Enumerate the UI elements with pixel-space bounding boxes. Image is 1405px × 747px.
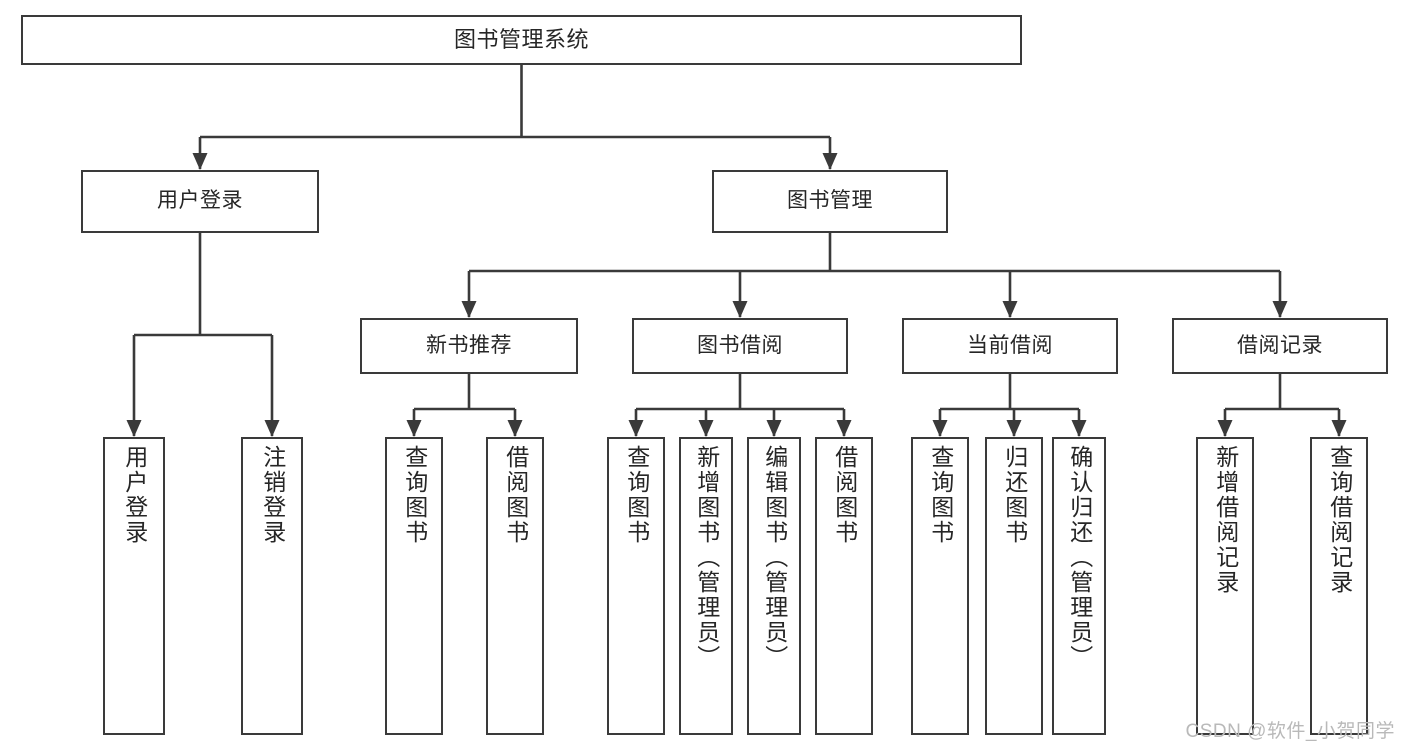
node-label: 查询图书 [927,445,954,545]
leaf-node-0[interactable]: 用户登录 [103,437,165,735]
node-label: 新增图书（管理员） [693,445,720,670]
node-label: 用户登录 [157,189,243,213]
leaf-node-5[interactable]: 新增图书（管理员） [679,437,733,735]
level3-node-0[interactable]: 新书推荐 [360,318,578,374]
leaf-node-3[interactable]: 借阅图书 [486,437,544,735]
node-label: 查询图书 [623,445,650,545]
node-label: 归还图书 [1001,445,1028,545]
node-label: 借阅图书 [831,445,858,545]
node-label: 查询借阅记录 [1326,445,1353,595]
node-label: 新书推荐 [426,333,512,357]
node-label: 注销登录 [259,445,286,545]
leaf-node-6[interactable]: 编辑图书（管理员） [747,437,801,735]
leaf-node-2[interactable]: 查询图书 [385,437,443,735]
node-label: 借阅图书 [502,445,529,545]
level2-node-1[interactable]: 图书管理 [712,170,948,233]
leaf-node-11[interactable]: 新增借阅记录 [1196,437,1254,735]
level3-node-2[interactable]: 当前借阅 [902,318,1118,374]
leaf-node-9[interactable]: 归还图书 [985,437,1043,735]
leaf-node-1[interactable]: 注销登录 [241,437,303,735]
node-label: 当前借阅 [967,333,1053,357]
root-node-图书管理系统[interactable]: 图书管理系统 [21,15,1022,65]
node-label: 编辑图书（管理员） [761,445,788,670]
node-label: 图书借阅 [697,333,783,357]
leaf-node-10[interactable]: 确认归还（管理员） [1052,437,1106,735]
leaf-node-12[interactable]: 查询借阅记录 [1310,437,1368,735]
csdn-watermark: CSDN @软件_小贺同学 [1185,721,1395,742]
leaf-node-8[interactable]: 查询图书 [911,437,969,735]
node-label: 确认归还（管理员） [1066,445,1093,670]
node-label: 查询图书 [401,445,428,545]
node-label: 图书管理系统 [453,27,589,53]
node-label: 新增借阅记录 [1212,445,1239,595]
level3-node-3[interactable]: 借阅记录 [1172,318,1388,374]
node-label: 用户登录 [121,445,148,545]
level2-node-0[interactable]: 用户登录 [81,170,319,233]
level3-node-1[interactable]: 图书借阅 [632,318,848,374]
leaf-node-4[interactable]: 查询图书 [607,437,665,735]
node-label: 图书管理 [787,189,873,213]
node-label: 借阅记录 [1237,333,1323,357]
leaf-node-7[interactable]: 借阅图书 [815,437,873,735]
